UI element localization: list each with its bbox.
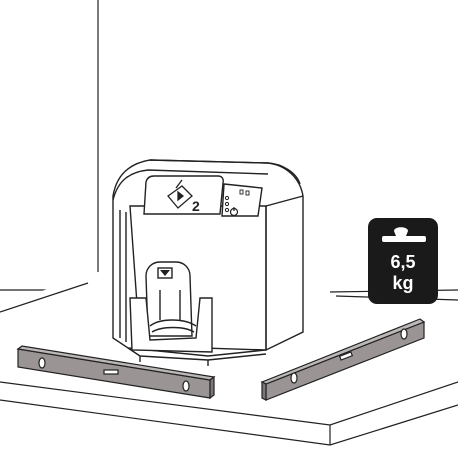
- power-button: [229, 207, 239, 217]
- led: [224, 207, 230, 213]
- status-leds: [224, 195, 230, 213]
- panel-digit: 2: [192, 198, 200, 214]
- plate-insert-icon: [167, 179, 193, 209]
- led: [224, 195, 230, 201]
- left-spacer-bar: [16, 345, 216, 400]
- weight-value: 6,5: [390, 252, 415, 272]
- weight-icon: [394, 227, 408, 236]
- led: [224, 201, 230, 207]
- weight-unit: kg: [392, 273, 413, 293]
- output-tray: [129, 297, 213, 353]
- control-strip: [221, 183, 263, 217]
- scanner-device: [112, 159, 304, 366]
- weight-badge: 6,5 kg: [368, 218, 438, 304]
- status-icons: [239, 189, 250, 196]
- right-spacer-bar: [260, 318, 426, 401]
